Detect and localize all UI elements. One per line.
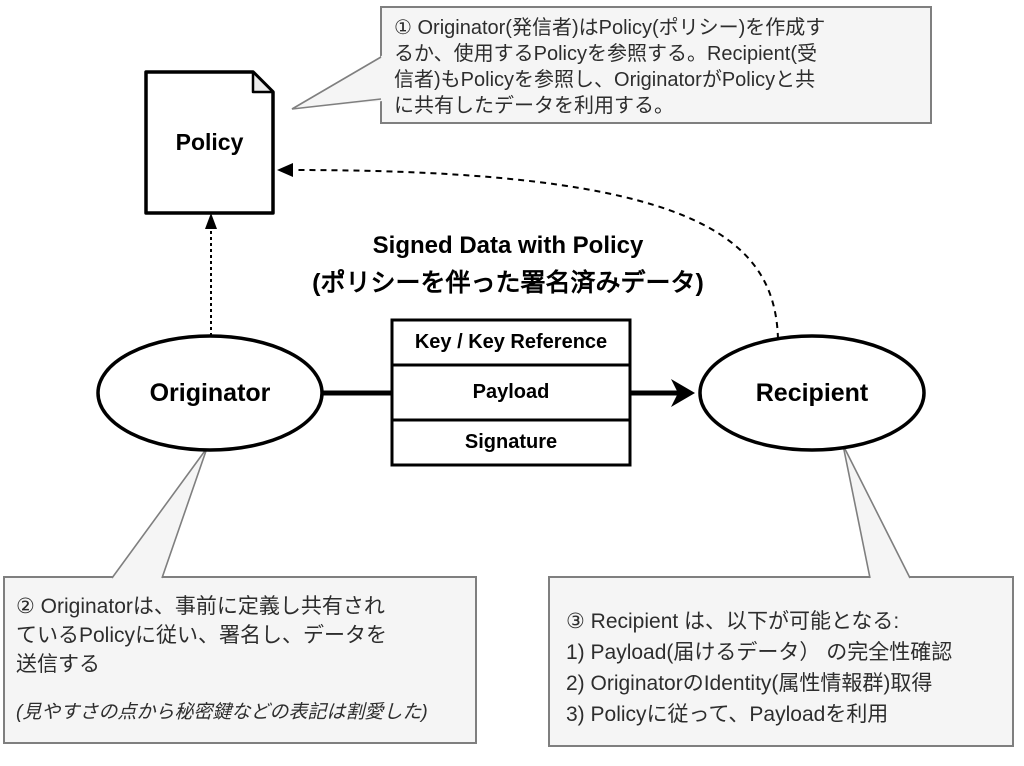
callout-note-2-originator-signing: ② Originatorは、事前に定義し共有され ているPolicyに従い、署名… xyxy=(3,576,477,744)
diagram-title: Signed Data with Policy (ポリシーを伴った署名済みデータ… xyxy=(268,231,748,299)
signed-data-row-signature: Signature xyxy=(464,431,558,453)
callout-note-3-recipient-capabilities: ③ Recipient は、以下が可能となる: 1) Payload(届けるデー… xyxy=(548,576,1014,747)
diagram-title-ja: (ポリシーを伴った署名済みデータ) xyxy=(312,269,704,297)
callout-note-2-text: ② Originatorは、事前に定義し共有され ているPolicyに従い、署名… xyxy=(16,595,388,676)
recipient-node-label: Recipient xyxy=(755,378,869,407)
callout-pointer-top xyxy=(291,55,383,110)
policy-node-label: Policy xyxy=(175,129,244,155)
callout-note-1-policy-creation: ① Originator(発信者)はPolicy(ポリシー)を作成す るか、使用… xyxy=(380,6,932,124)
recipient-ellipse xyxy=(698,334,926,452)
callout-note-2-footnote: (見やすさの点から秘密鍵などの表記は割愛した) xyxy=(16,702,428,723)
originator-node-label: Originator xyxy=(149,378,271,407)
callout-pointer-left xyxy=(111,447,208,579)
policy-reference-arrow-recipient xyxy=(277,163,779,340)
flow-arrowhead xyxy=(671,379,695,407)
signed-data-row-payload: Payload xyxy=(472,381,550,403)
callout-pointer-right xyxy=(842,444,911,579)
diagram-title-en: Signed Data with Policy xyxy=(372,232,644,259)
callout-note-3-text: ③ Recipient は、以下が可能となる: 1) Payload(届けるデー… xyxy=(566,610,953,726)
signed-data-box xyxy=(390,318,632,467)
policy-document-fold xyxy=(251,70,275,94)
signed-data-row-key-reference: Key / Key Reference xyxy=(414,331,608,353)
originator-ellipse xyxy=(96,334,324,452)
policy-document-icon xyxy=(144,70,275,215)
callout-note-1-text: ① Originator(発信者)はPolicy(ポリシー)を作成す るか、使用… xyxy=(394,17,826,117)
policy-reference-arrow-originator xyxy=(205,213,217,336)
